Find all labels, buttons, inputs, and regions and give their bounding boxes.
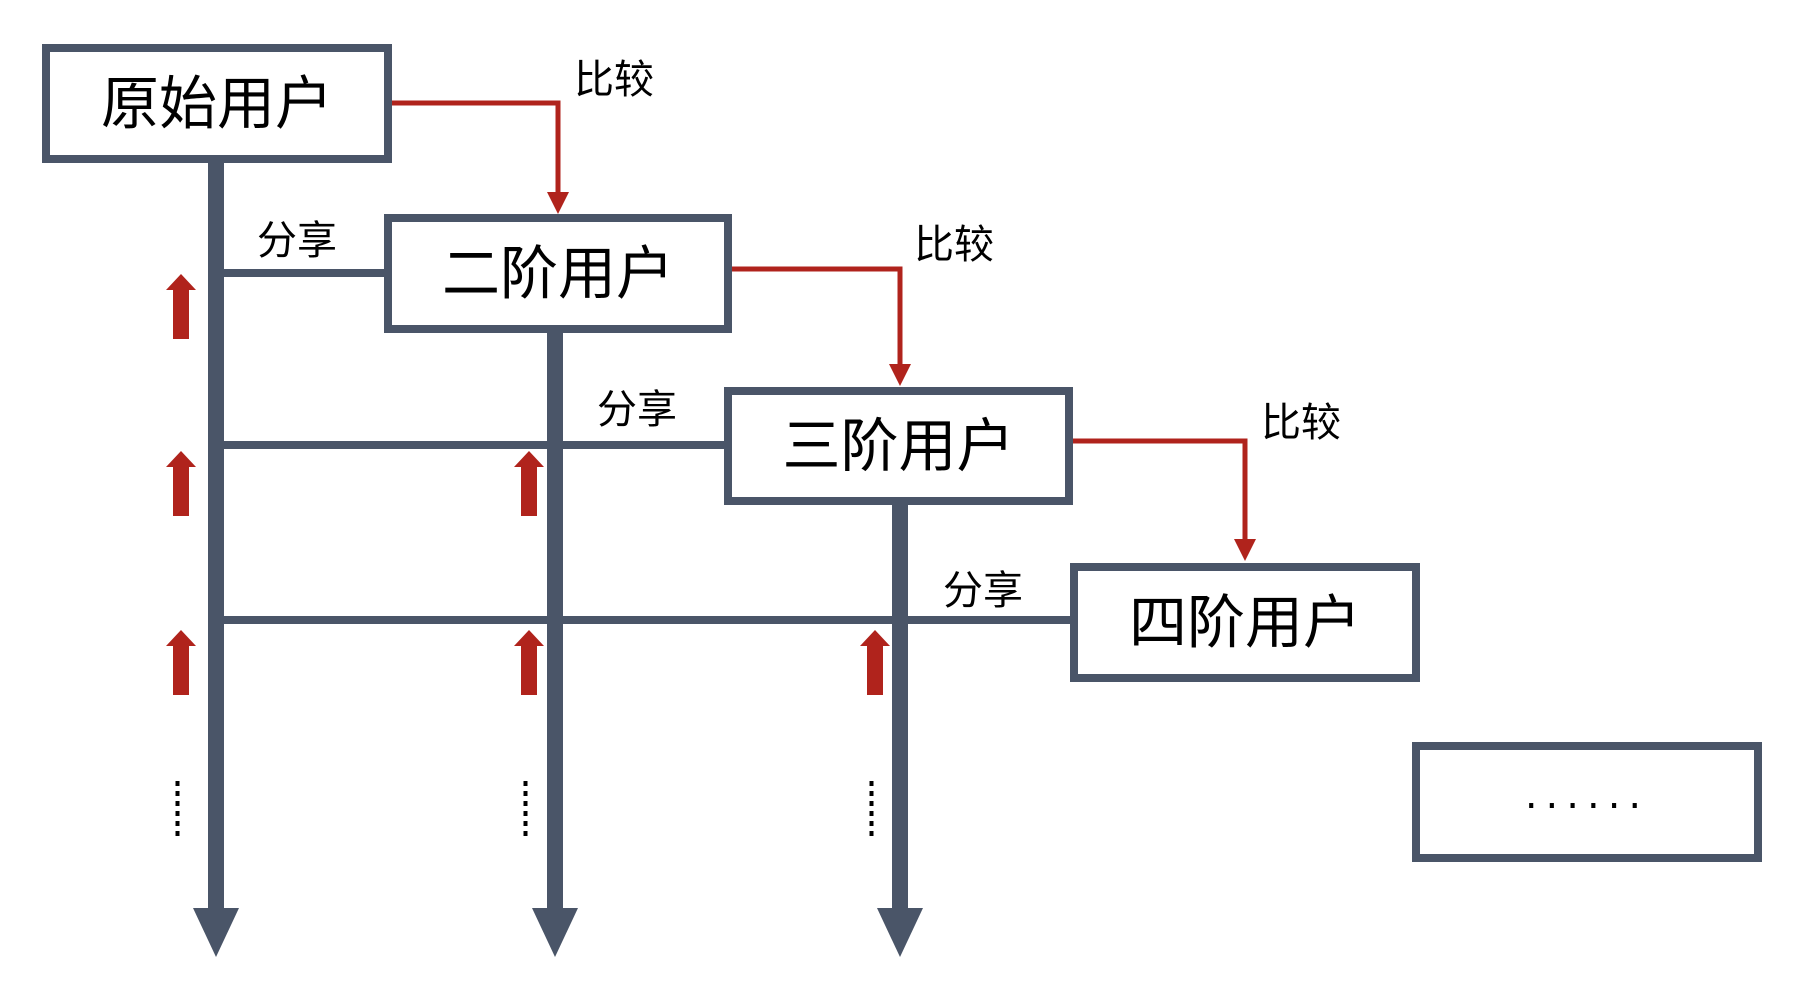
- continuation-dots: [175, 781, 180, 836]
- arrow-head-icon: [547, 192, 569, 214]
- share-line: [216, 616, 1070, 624]
- arrow-head-icon: [889, 364, 911, 386]
- node-label: 二阶用户: [442, 240, 674, 308]
- structure-lines: [193, 163, 1070, 957]
- compare-arrow: [392, 100, 569, 214]
- node-label: ......: [1525, 772, 1649, 818]
- down-arrow-head-icon: [877, 908, 923, 957]
- node-label: 原始用户: [101, 70, 333, 138]
- up-arrow-icon: [514, 630, 544, 695]
- share-label: 分享: [257, 218, 337, 264]
- compare-arrow: [1073, 438, 1256, 561]
- up-arrow-icon: [166, 274, 196, 339]
- share-label: 分享: [943, 568, 1023, 614]
- share-label: 分享: [597, 387, 677, 433]
- node-original-users: 原始用户: [42, 44, 392, 163]
- compare-arrow: [732, 266, 911, 386]
- up-arrow-icon: [166, 630, 196, 695]
- continuation-dots: [869, 781, 874, 836]
- continuation-dots: [523, 781, 528, 836]
- compare-arrows: [392, 100, 1256, 561]
- up-arrow-icon: [166, 451, 196, 516]
- node-more-users: ......: [1412, 742, 1762, 862]
- trunk-line: [208, 163, 224, 910]
- trunk-line: [892, 505, 908, 910]
- node-label: 三阶用户: [782, 412, 1014, 480]
- compare-label: 比较: [574, 57, 654, 103]
- arrow-head-icon: [1234, 539, 1256, 561]
- upward-arrows: [166, 274, 890, 836]
- down-arrow-head-icon: [532, 908, 578, 957]
- node-second-order-users: 二阶用户: [384, 214, 732, 333]
- share-line: [216, 269, 384, 277]
- node-fourth-order-users: 四阶用户: [1070, 563, 1420, 682]
- node-third-order-users: 三阶用户: [724, 387, 1073, 505]
- up-arrow-icon: [860, 630, 890, 695]
- share-line: [216, 441, 724, 449]
- node-label: 四阶用户: [1129, 589, 1361, 657]
- up-arrow-icon: [514, 451, 544, 516]
- nodes: 原始用户二阶用户三阶用户四阶用户......: [42, 44, 1762, 862]
- compare-label: 比较: [914, 222, 994, 268]
- down-arrow-head-icon: [193, 908, 239, 957]
- compare-label: 比较: [1261, 400, 1341, 446]
